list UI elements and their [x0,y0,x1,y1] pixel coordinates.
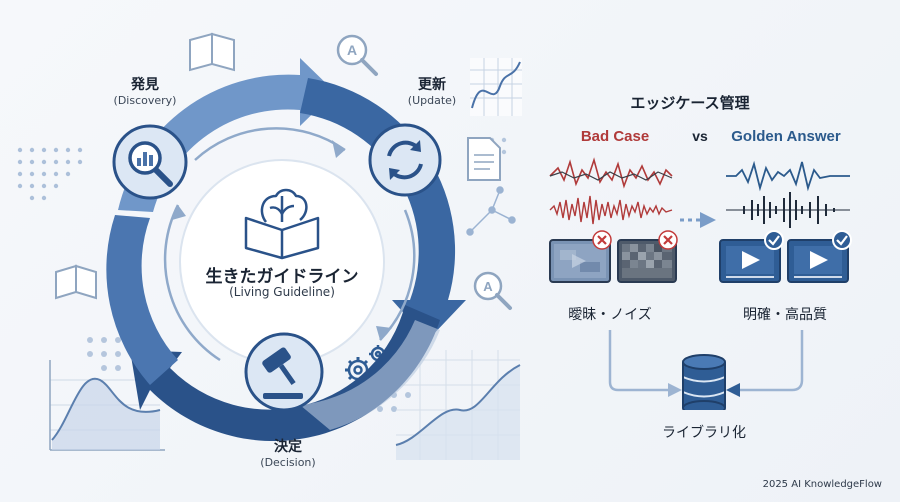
footer-credit: 2025 AI KnowledgeFlow [762,479,882,490]
blurred-video-thumb-2 [617,230,678,283]
bad-caption: 曖昧・ノイズ [568,307,652,323]
cycle-arrow-right [300,78,466,340]
decision-node [244,332,324,412]
search-letter-icon-right: A [473,271,512,310]
svg-text:A: A [347,42,357,58]
svg-text:A: A [483,279,493,294]
noisy-waveform-2 [549,195,673,225]
dot-pattern-left [17,147,83,201]
step-decision-title: 決定 [274,439,302,455]
search-letter-icon: A [336,34,378,76]
flow-lines [608,330,804,392]
cycle-arrow-left [106,215,178,385]
document-icon [467,137,501,181]
arrow-right-icon [680,212,716,228]
center-disk [180,160,384,364]
inner-cycle-arrows [163,127,416,362]
mini-chart-icon [470,58,522,116]
step-update-subtitle: (Update) [407,94,457,107]
discovery-node [112,124,188,200]
book-icon [189,32,235,72]
gavel-icon [266,354,302,390]
play-video-thumb-1 [719,230,784,283]
bad-case-label: Bad Case [580,128,650,145]
step-decision-subtitle: (Decision) [260,456,316,469]
refresh-icon [388,142,422,176]
good-caption: 明確・高品質 [743,307,827,323]
edge-cases-title: エッジケース管理 [630,94,750,112]
inner-arrow-heads [172,140,392,340]
library-label: ライブラリ化 [662,425,746,441]
step-update-title: 更新 [418,77,446,93]
clean-waveform-2 [726,192,850,228]
noisy-waveform [549,157,673,189]
center-title: 生きたガイドライン [205,267,359,287]
clean-waveform [726,160,850,192]
cycle-arrow-top [118,58,335,212]
brain-book-icon [244,188,320,260]
update-node [368,123,442,197]
cycle-arrow-light [300,320,440,430]
vs-label: vs [692,128,708,144]
step-discovery-title: 発見 [131,77,159,93]
play-video-thumb-2 [787,230,852,283]
step-discovery-subtitle: (Discovery) [113,94,177,107]
golden-answer-label: Golden Answer [731,128,841,145]
edge-case-graphics [549,157,852,410]
blurred-video-thumb-1 [549,230,612,283]
book-icon-left [55,264,97,300]
network-icon [466,186,516,236]
center-subtitle: (Living Guideline) [229,285,335,299]
database-icon [682,354,726,410]
